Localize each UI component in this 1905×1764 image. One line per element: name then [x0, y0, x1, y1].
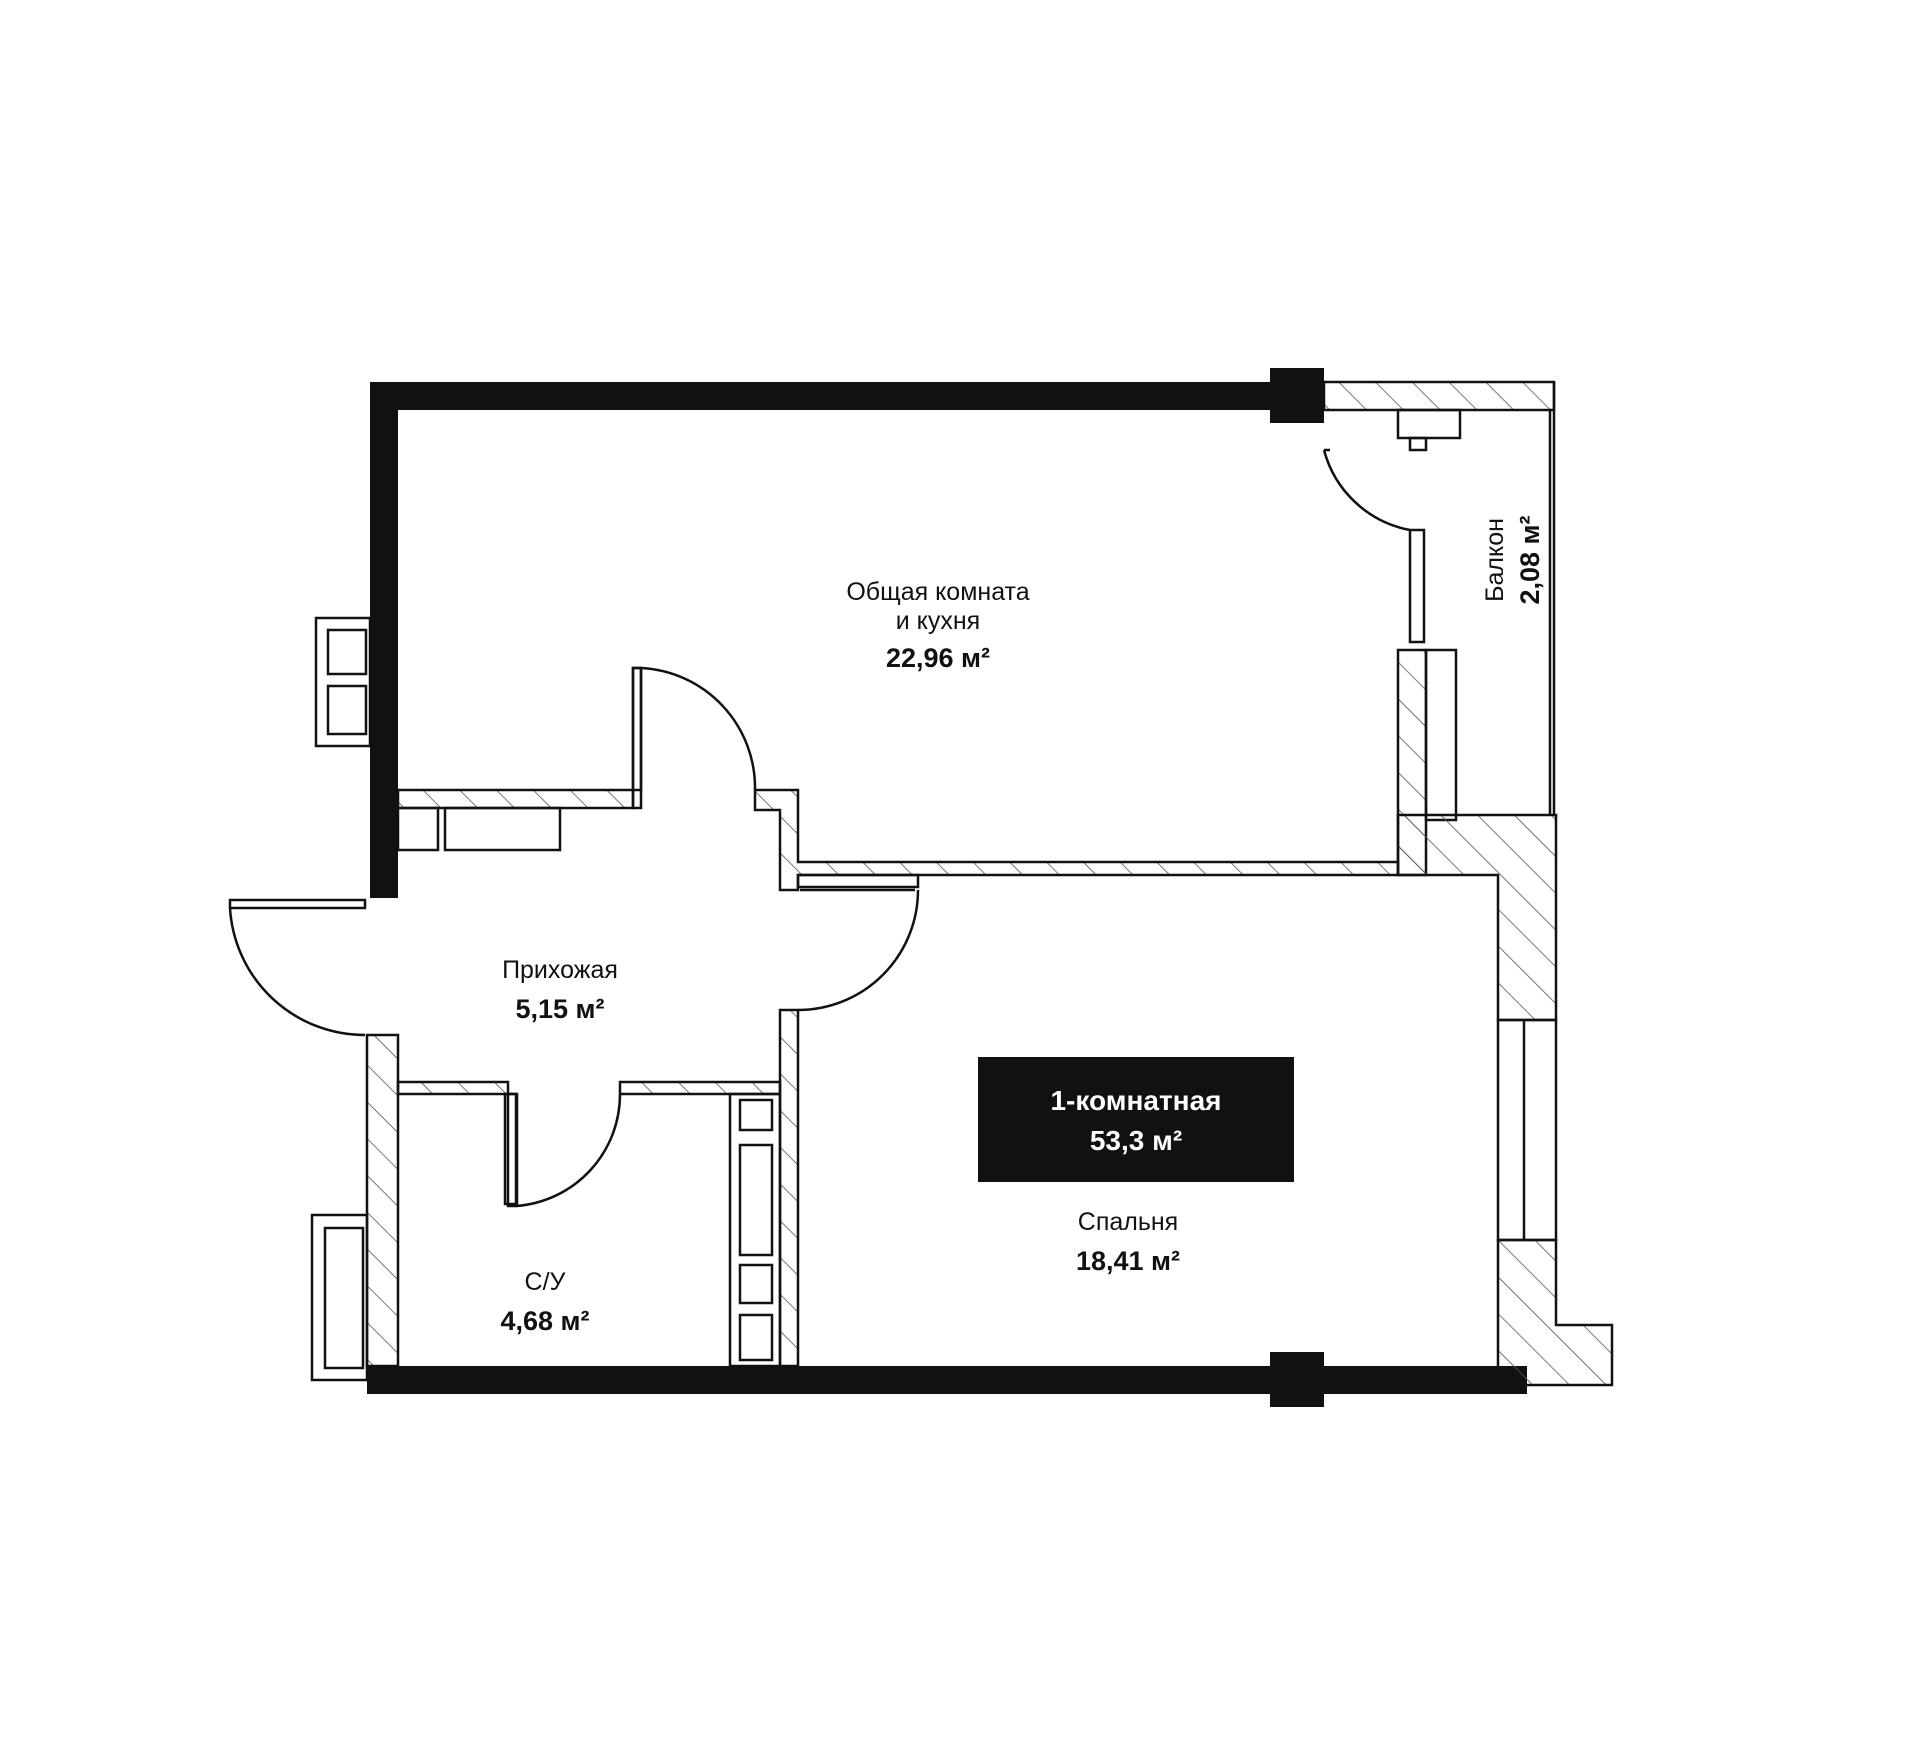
- balcony-area: 2,08 м²: [1515, 515, 1545, 604]
- room-label-balcony: Балкон 2,08 м²: [1481, 515, 1545, 604]
- right-walls: [1396, 648, 1614, 1387]
- exterior-walls: [367, 368, 1527, 1407]
- apartment-total-area: 53,3 м²: [1090, 1125, 1182, 1156]
- bedroom-area: 18,41 м²: [1076, 1246, 1180, 1276]
- hall-area: 5,15 м²: [515, 994, 604, 1024]
- living-area: 22,96 м²: [886, 643, 990, 673]
- bathroom-name: С/У: [525, 1268, 566, 1296]
- room-label-hall: Прихожая 5,15 м²: [502, 956, 618, 1024]
- living-name-line1: Общая комната: [846, 578, 1029, 606]
- balcony: [1322, 380, 1556, 815]
- windows: [310, 616, 372, 1382]
- bathroom-area: 4,68 м²: [500, 1306, 589, 1336]
- room-label-bathroom: С/У 4,68 м²: [500, 1268, 589, 1336]
- apartment-type: 1-комнатная: [1050, 1085, 1221, 1116]
- doors: [228, 666, 920, 1208]
- balcony-name: Балкон: [1481, 518, 1509, 602]
- room-label-bedroom: Спальня 18,41 м²: [1076, 1208, 1180, 1276]
- hall-name: Прихожая: [502, 956, 618, 984]
- interior-walls: [365, 666, 1400, 1368]
- room-label-living: Общая комната и кухня 22,96 м²: [846, 578, 1029, 673]
- bedroom-name: Спальня: [1078, 1208, 1178, 1236]
- apartment-badge: 1-комнатная 53,3 м²: [978, 1057, 1294, 1182]
- living-name-line2: и кухня: [896, 607, 980, 635]
